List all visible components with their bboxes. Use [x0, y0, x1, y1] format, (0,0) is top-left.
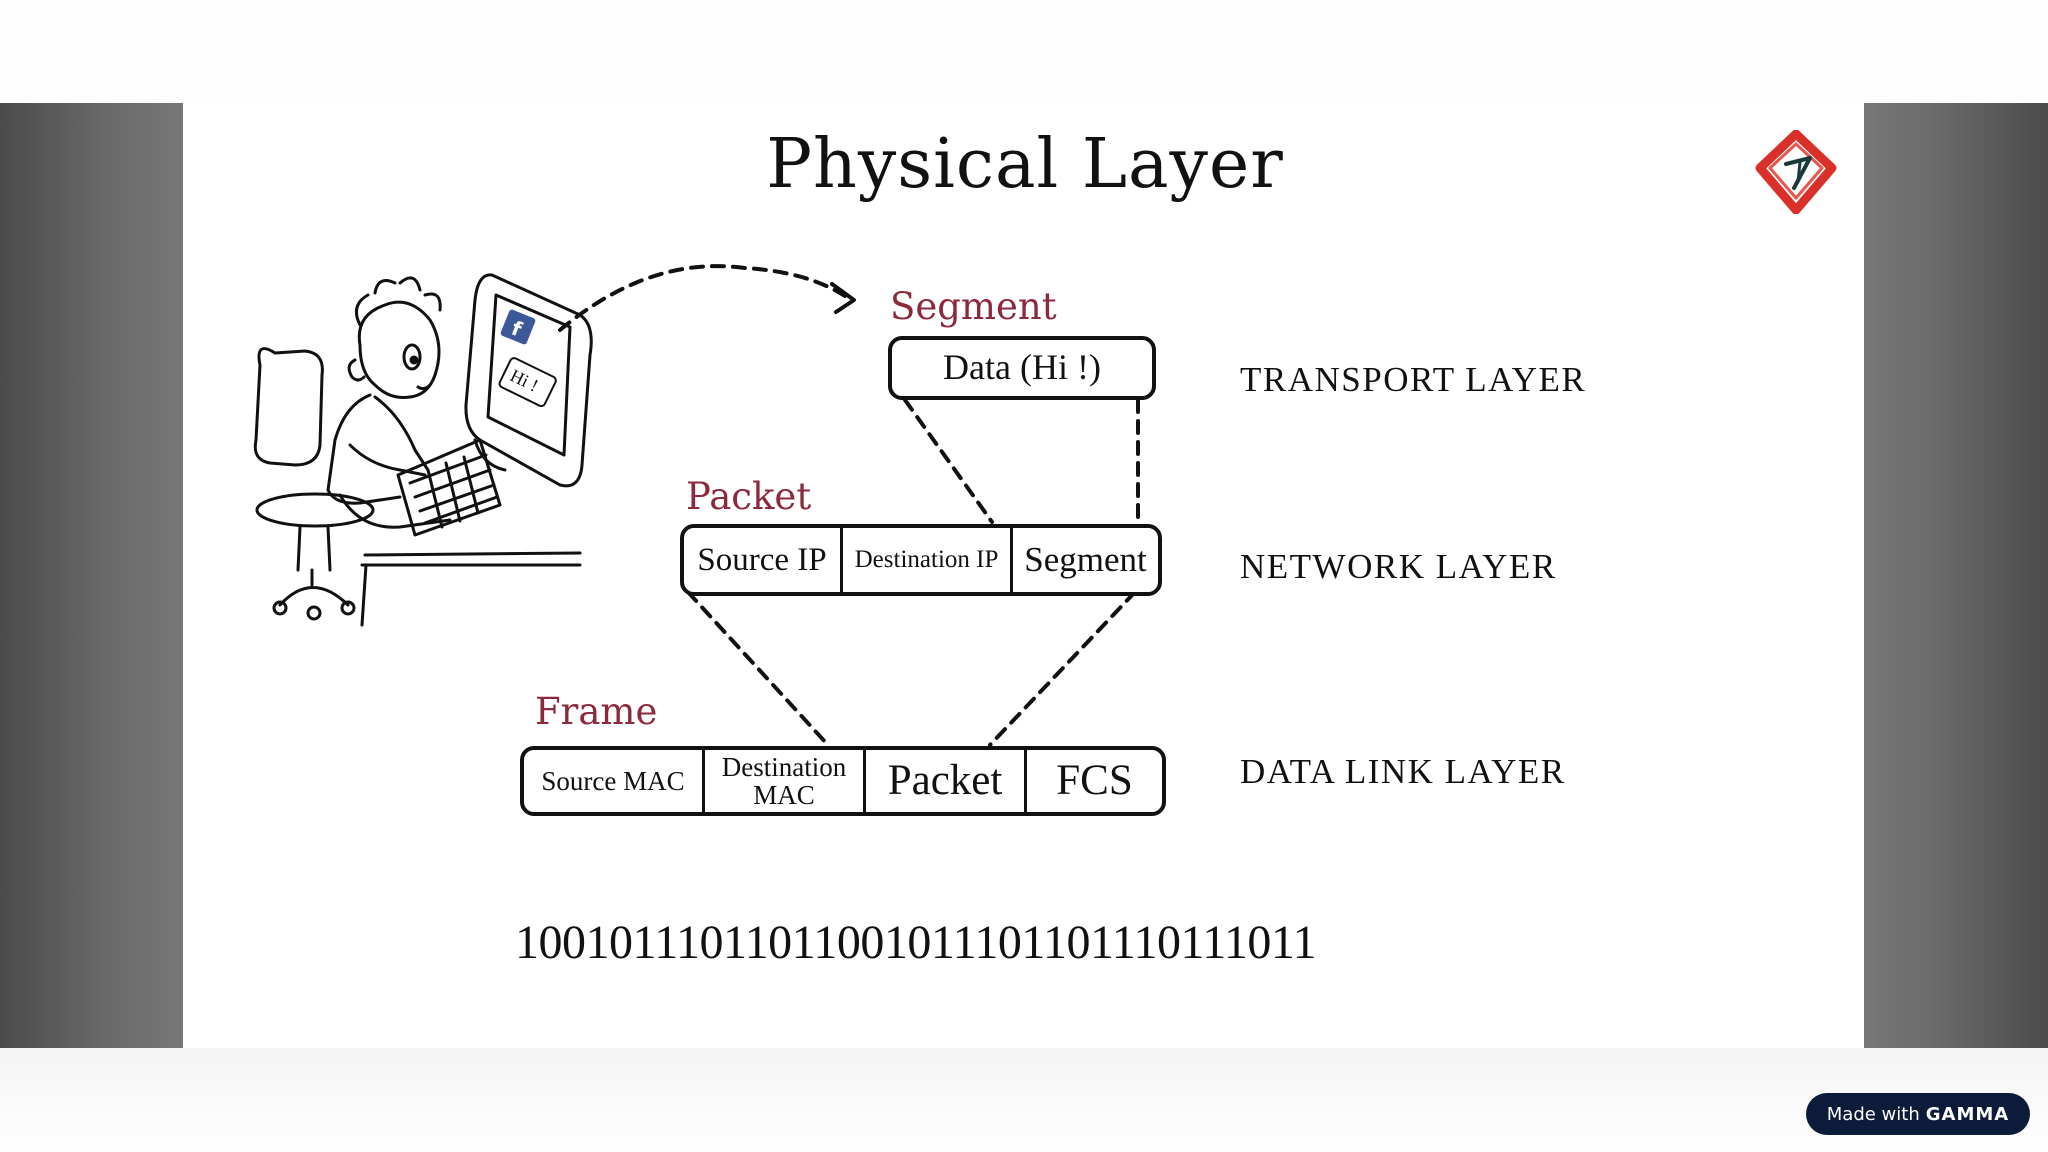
slide-title: Physical Layer — [766, 125, 1284, 204]
frame-label: Frame — [535, 690, 658, 733]
data-link-layer-label: DATA LINK LAYER — [1240, 752, 1566, 791]
right-backdrop — [1864, 103, 2048, 1048]
segment-data-cell: Data (Hi !) — [943, 347, 1101, 388]
frame-packet-cell: Packet — [863, 750, 1024, 812]
packet-label: Packet — [686, 475, 812, 518]
made-with-gamma-badge[interactable]: Made with GAMMA — [1806, 1093, 2030, 1135]
frame-fcs-cell: FCS — [1024, 750, 1162, 812]
packet-source-ip-cell: Source IP — [697, 541, 827, 578]
frame-box: Source MAC Destination MAC Packet FCS — [520, 746, 1166, 816]
segment-box: Data (Hi !) — [888, 336, 1156, 400]
network-layer-label: NETWORK LAYER — [1240, 547, 1557, 586]
user-at-computer-illustration: f Hi ! — [253, 273, 593, 627]
packet-segment-cell: Segment — [1010, 528, 1158, 592]
binary-bitstream: 10010111011011001011101101110111011 — [515, 916, 1317, 969]
facebook-icon: f — [500, 309, 536, 345]
bottom-margin — [0, 1048, 2048, 1152]
left-backdrop — [0, 103, 183, 1048]
top-margin — [0, 0, 2048, 103]
badge-prefix: Made with — [1826, 1103, 1920, 1125]
frame-destination-mac-cell: Destination MAC — [702, 750, 863, 812]
packet-destination-ip-cell: Destination IP — [840, 528, 1010, 592]
brand-logo-icon — [1755, 130, 1837, 214]
segment-label: Segment — [890, 285, 1057, 328]
transport-layer-label: TRANSPORT LAYER — [1240, 360, 1587, 399]
frame-source-mac-cell: Source MAC — [541, 765, 685, 796]
gamma-brand-text: GAMMA — [1925, 1103, 2010, 1125]
packet-box: Source IP Destination IP Segment — [680, 524, 1162, 596]
